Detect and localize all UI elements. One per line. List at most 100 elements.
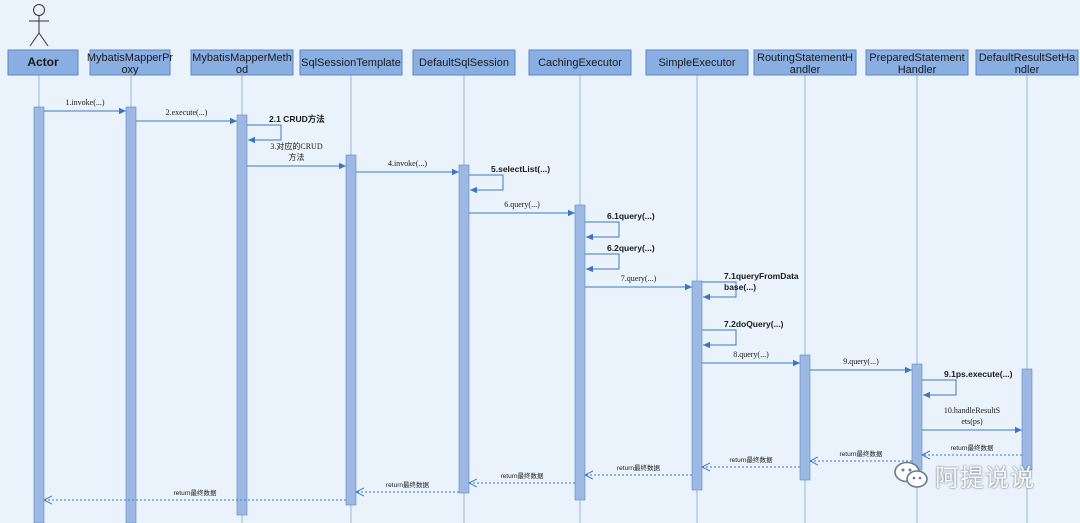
- participant-box: [975, 49, 1079, 76]
- message-label: 2.1 CRUD方法: [269, 114, 325, 124]
- self-call-arrow: [469, 174, 504, 194]
- message-1: 1.invoke(...): [44, 98, 126, 115]
- message-6: 5.selectList(...): [469, 164, 550, 194]
- message-label: 9.query(...): [843, 357, 879, 366]
- message-label: 7.1queryFromData: [724, 271, 799, 281]
- message-label: 5.selectList(...): [491, 164, 550, 174]
- participant-label: MybatisMapperPr: [87, 52, 174, 64]
- message-10: 7.query(...): [585, 274, 692, 291]
- participant-simpleexecutor[interactable]: SimpleExecutor: [645, 49, 749, 76]
- watermark-text: 阿提说说: [935, 463, 1035, 492]
- message-14: 9.query(...): [810, 357, 912, 374]
- activation-bar-routinghandler: [799, 354, 811, 481]
- participant-box: [645, 49, 749, 76]
- message-19: return最终数据: [702, 455, 800, 467]
- participant-label: PreparedStatement: [869, 52, 964, 64]
- message-12: 7.2doQuery(...): [702, 319, 784, 349]
- participant-label: od: [236, 64, 248, 76]
- activation-bar-sqlsessiontemplate: [345, 154, 357, 506]
- message-3: 2.1 CRUD方法: [247, 114, 325, 144]
- participant-box: [299, 49, 403, 76]
- message-label: base(...): [724, 282, 756, 292]
- watermark: 阿提说说: [893, 455, 1063, 495]
- participant-label: DefaultResultSetHa: [979, 52, 1076, 64]
- participant-box: [7, 49, 79, 76]
- messages: 1.invoke(...) 2.execute(...) 2.1 CRUD方法 3.对…: [44, 98, 1022, 500]
- participant-cachingexecutor[interactable]: CachingExecutor: [528, 49, 632, 76]
- activation-bar-simpleexecutor: [691, 280, 703, 491]
- activation-bar-actor: [33, 106, 45, 523]
- message-label: return最终数据: [951, 443, 994, 452]
- activation-bars: [33, 106, 1033, 523]
- participant-label: SimpleExecutor: [658, 57, 735, 69]
- message-label: 6.1query(...): [607, 211, 655, 221]
- wechat-icon: [894, 461, 928, 488]
- activation-bar-cachingexecutor: [574, 204, 586, 501]
- participant-box: [865, 49, 969, 76]
- participant-box: [89, 49, 171, 76]
- message-9: 6.2query(...): [585, 243, 655, 273]
- message-label: 6.2query(...): [607, 243, 655, 253]
- activation-bar-defaultsqlsession: [458, 164, 470, 494]
- message-label: 4.invoke(...): [388, 159, 427, 168]
- message-22: return最终数据: [356, 480, 459, 492]
- self-call-arrow: [702, 329, 737, 349]
- message-7: 6.query(...): [469, 200, 575, 217]
- participant-defaultsqlsession[interactable]: DefaultSqlSession: [412, 49, 516, 76]
- activation-bar-resultsethandler: [1021, 368, 1033, 471]
- message-label: return最终数据: [730, 455, 773, 464]
- participant-label: Handler: [898, 64, 937, 76]
- message-label: 2.execute(...): [166, 108, 208, 117]
- self-call-arrow: [922, 379, 957, 399]
- participant-box: [190, 49, 294, 76]
- message-label: 方法: [289, 152, 305, 162]
- message-18: return最终数据: [810, 449, 912, 461]
- message-label: return最终数据: [174, 488, 217, 497]
- stick-figure-icon: [29, 4, 49, 47]
- message-label: return最终数据: [617, 463, 660, 472]
- participant-label: DefaultSqlSession: [419, 57, 509, 69]
- message-label: 1.invoke(...): [65, 98, 104, 107]
- message-label: 7.2doQuery(...): [724, 319, 784, 329]
- participant-box: [753, 49, 857, 76]
- message-16: 10.handleResultS ets(ps): [922, 406, 1022, 434]
- message-8: 6.1query(...): [585, 211, 655, 241]
- self-call-arrow: [247, 124, 282, 144]
- participant-label: Actor: [27, 55, 59, 69]
- activation-bar-mapperproxy: [125, 106, 137, 523]
- message-label: return最终数据: [501, 471, 544, 480]
- participant-label: RoutingStatementH: [757, 52, 853, 64]
- participant-actor[interactable]: Actor: [7, 49, 79, 76]
- message-label: 3.对应的CRUD: [270, 141, 322, 151]
- message-label: 10.handleResultS: [944, 406, 1000, 415]
- self-call-arrow: [585, 253, 620, 273]
- activation-bar-mappermethod: [236, 114, 248, 516]
- message-5: 4.invoke(...): [356, 159, 459, 176]
- message-label: return最终数据: [840, 449, 883, 458]
- self-call-arrow: [585, 221, 620, 241]
- message-13: 8.query(...): [702, 350, 800, 367]
- participant-label: MybatisMapperMeth: [192, 52, 292, 64]
- participant-label: SqlSessionTemplate: [301, 57, 401, 69]
- message-20: return最终数据: [585, 463, 692, 475]
- participant-label: oxy: [121, 64, 139, 76]
- message-label: 7.query(...): [621, 274, 657, 283]
- participant-sqlsessiontemplate[interactable]: SqlSessionTemplate: [299, 49, 403, 76]
- message-label: ets(ps): [961, 417, 983, 426]
- participant-label: CachingExecutor: [538, 57, 622, 69]
- message-label: return最终数据: [386, 480, 429, 489]
- message-23: return最终数据: [44, 488, 346, 500]
- message-2: 2.execute(...): [136, 108, 237, 125]
- self-call-arrow: [702, 281, 737, 301]
- participant-box: [412, 49, 516, 76]
- message-label: 6.query(...): [504, 200, 540, 209]
